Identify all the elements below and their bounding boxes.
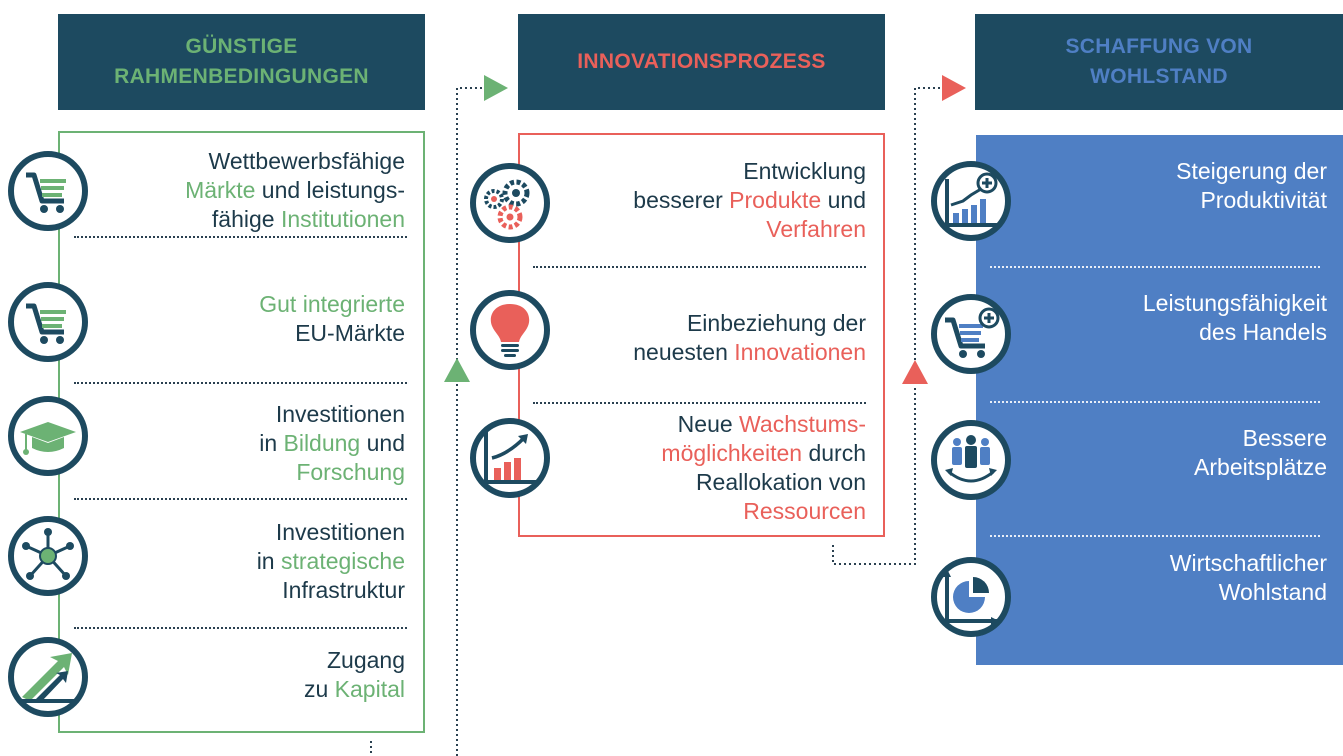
item-kapital: Zugang zu Kapital xyxy=(304,646,405,704)
productivity-chart-icon xyxy=(931,161,1011,241)
separator xyxy=(990,266,1320,268)
text-line: Infrastruktur xyxy=(282,577,405,603)
gears-icon xyxy=(470,163,550,243)
network-hub-icon xyxy=(8,516,88,596)
text-line: Wirtschaftlicher xyxy=(1169,550,1327,576)
text-line: in Bildung und xyxy=(259,430,405,456)
graduation-cap-icon xyxy=(8,396,88,476)
pie-chart-icon xyxy=(931,557,1011,637)
text-line: Steigerung der xyxy=(1176,158,1327,184)
text-line: des Handels xyxy=(1199,319,1327,345)
text-line: Investitionen xyxy=(275,519,405,545)
text-line: Wohlstand xyxy=(1218,579,1327,605)
text-line: Leistungsfähigkeit xyxy=(1142,290,1327,316)
growth-arrow-icon xyxy=(8,637,88,717)
shopping-cart-icon xyxy=(8,151,88,231)
item-bildung-forschung: Investitionen in Bildung und Forschung xyxy=(259,400,405,487)
separator xyxy=(74,498,407,500)
item-produkte-verfahren: Entwicklung besserer Produkte und Verfah… xyxy=(633,157,866,244)
separator xyxy=(74,236,407,238)
item-handel: Leistungsfähigkeit des Handels xyxy=(1143,289,1327,347)
column-box-wohlstand xyxy=(976,135,1343,665)
shopping-cart-icon xyxy=(8,282,88,362)
text-line: Forschung xyxy=(296,459,405,485)
arrow-right-red xyxy=(942,75,966,101)
text-line: EU-Märkte xyxy=(295,320,405,346)
text-line: besserer Produkte und xyxy=(633,187,866,213)
header-innovationsprozess: INNOVATIONSPROZESS xyxy=(518,14,885,110)
text-line: Ressourcen xyxy=(743,498,866,524)
text-line: Produktivität xyxy=(1200,187,1327,213)
text-line: Verfahren xyxy=(766,216,866,242)
header-rahmenbedingungen: GÜNSTIGE RAHMENBEDINGUNGEN xyxy=(58,14,425,110)
growth-chart-icon xyxy=(470,418,550,498)
separator xyxy=(74,382,407,384)
separator xyxy=(74,627,407,629)
text-line: fähige Institutionen xyxy=(211,206,405,232)
text-line: Gut integrierte xyxy=(259,291,405,317)
separator xyxy=(990,535,1320,537)
text-line: Wettbewerbsfähige xyxy=(208,148,405,174)
text-line: Märkte und leistungs- xyxy=(185,177,405,203)
arrow-up-red xyxy=(902,360,928,384)
item-produktivitaet: Steigerung der Produktivität xyxy=(1176,157,1327,215)
arrow-up-green xyxy=(444,358,470,382)
text-line: Einbeziehung der xyxy=(686,310,866,336)
text-line: Arbeitsplätze xyxy=(1194,454,1327,480)
item-maerkte-institutionen: Wettbewerbsfähige Märkte und leistungs- … xyxy=(185,147,405,234)
team-icon xyxy=(931,420,1011,500)
text-line: Neue Wachstums- xyxy=(677,411,866,437)
text-line: Investitionen xyxy=(275,401,405,427)
header-wohlstand: SCHAFFUNG VON WOHLSTAND xyxy=(975,14,1343,110)
light-bulb-icon xyxy=(470,290,550,370)
text-line: möglichkeiten durch xyxy=(661,440,866,466)
text-line: Zugang xyxy=(326,647,405,673)
separator xyxy=(533,266,866,268)
separator xyxy=(990,401,1320,403)
arrow-right-green xyxy=(484,75,508,101)
text-line: Reallokation von xyxy=(695,469,866,495)
item-wachstumsmoeglichkeiten: Neue Wachstums- möglichkeiten durch Real… xyxy=(661,410,866,526)
text-line: Entwicklung xyxy=(743,158,866,184)
cart-plus-icon xyxy=(931,294,1011,374)
text-line: zu Kapital xyxy=(303,676,405,702)
item-wohlstand: Wirtschaftlicher Wohlstand xyxy=(1170,549,1327,607)
text-line: neuesten Innovationen xyxy=(633,339,866,365)
item-innovationen: Einbeziehung der neuesten Innovationen xyxy=(633,309,866,367)
separator xyxy=(533,402,866,404)
item-infrastruktur: Investitionen in strategische Infrastruk… xyxy=(257,518,405,605)
text-line: in strategische xyxy=(256,548,405,574)
text-line: Bessere xyxy=(1242,425,1327,451)
item-eu-maerkte: Gut integrierte EU-Märkte xyxy=(259,290,405,348)
item-arbeitsplaetze: Bessere Arbeitsplätze xyxy=(1194,424,1327,482)
